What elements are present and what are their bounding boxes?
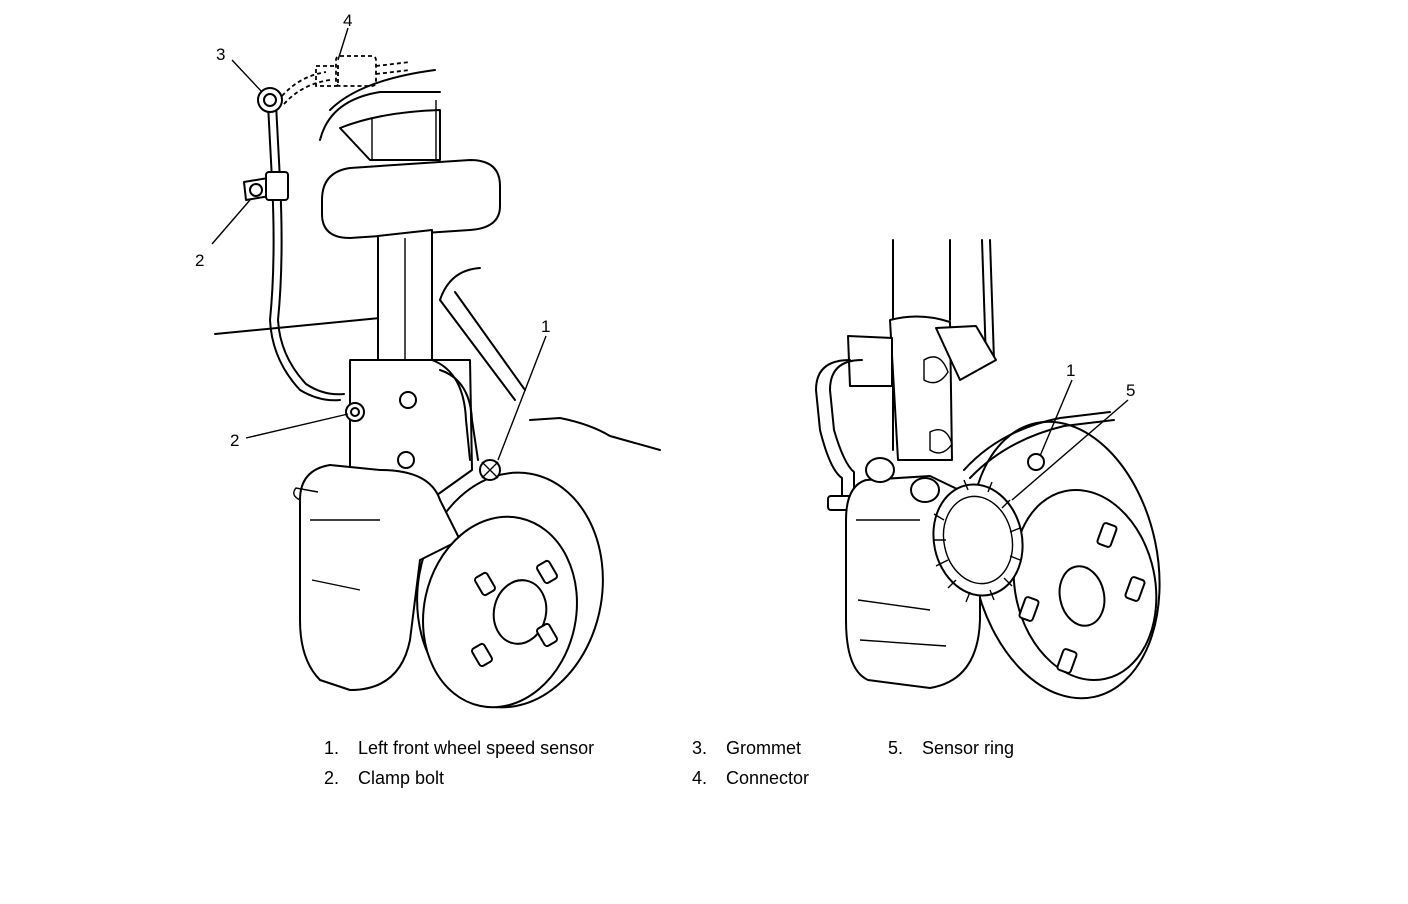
legend-text: Grommet (726, 738, 802, 758)
legend-item-1: 1. Left front wheel speed sensor (324, 738, 594, 759)
callout-2-top: 2 (195, 251, 204, 270)
callout-3: 3 (216, 45, 225, 64)
right-suspension-view (815, 239, 1161, 700)
callout-5: 5 (1126, 381, 1135, 400)
legend-item-5: 5. Sensor ring (888, 738, 1014, 759)
legend-item-2: 2. Clamp bolt (324, 768, 444, 789)
legend-item-3: 3. Grommet (692, 738, 801, 759)
legend-num: 4. (692, 768, 708, 788)
callout-4: 4 (343, 11, 352, 30)
left-suspension-view (211, 27, 661, 709)
legend-text: Connector (726, 768, 810, 788)
legend-num: 1. (324, 738, 340, 758)
legend-num: 5. (888, 738, 904, 758)
callout-2-bottom: 2 (230, 431, 239, 450)
legend-text: Left front wheel speed sensor (358, 738, 595, 758)
legend-text: Clamp bolt (358, 768, 445, 788)
legend-num: 2. (324, 768, 340, 788)
legend-num: 3. (692, 738, 708, 758)
legend-text: Sensor ring (922, 738, 1015, 758)
callout-1-left: 1 (541, 317, 550, 336)
legend-item-4: 4. Connector (692, 768, 809, 789)
callout-1-right: 1 (1066, 361, 1075, 380)
